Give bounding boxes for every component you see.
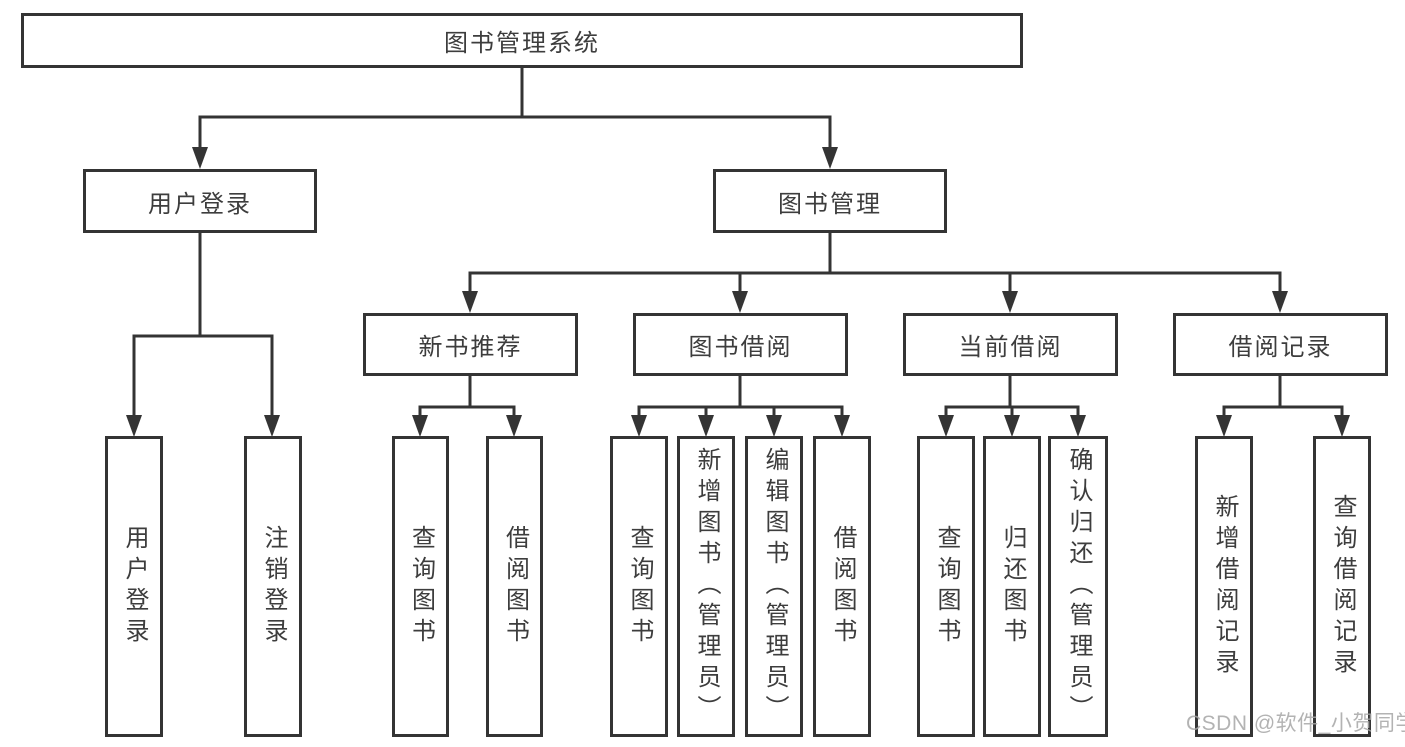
arrowhead-icon	[1272, 291, 1288, 313]
node-current-borrow: 当前借阅	[903, 313, 1118, 376]
node-logout-leaf: 注销登录	[244, 436, 302, 737]
system-root-label: 图书管理系统	[444, 30, 600, 57]
current-borrow-label: 当前借阅	[958, 334, 1063, 361]
node-borrow-records: 借阅记录	[1173, 313, 1388, 376]
arrowhead-icon	[506, 415, 522, 437]
query-books-1-label: 查询图书	[407, 524, 435, 649]
borrow-books-2-label: 借阅图书	[829, 524, 856, 649]
arrowhead-icon	[1004, 415, 1020, 437]
arrowhead-icon	[766, 415, 782, 437]
return-book-label: 归还图书	[999, 524, 1026, 649]
arrowhead-icon	[938, 415, 954, 437]
arrowhead-icon	[1070, 415, 1086, 437]
node-user-login: 用户登录	[83, 169, 317, 233]
node-add-borrow-record: 新增借阅记录	[1195, 436, 1253, 737]
arrowhead-icon	[412, 415, 428, 437]
book-management-label: 图书管理	[778, 190, 882, 218]
node-book-borrow: 图书借阅	[633, 313, 848, 376]
arrowhead-icon	[698, 415, 714, 437]
node-query-books-1: 查询图书	[392, 436, 449, 737]
edit-book-admin-label: 编辑图书（管理员）	[761, 447, 788, 726]
node-query-borrow-record: 查询借阅记录	[1313, 436, 1371, 737]
watermark-text: CSDN @软件_小贺同学	[1186, 712, 1405, 735]
query-borrow-record-label: 查询借阅记录	[1329, 493, 1356, 680]
node-borrow-books-1: 借阅图书	[486, 436, 543, 737]
arrowhead-icon	[1002, 291, 1018, 313]
borrow-books-1-label: 借阅图书	[501, 524, 529, 649]
node-edit-book-admin: 编辑图书（管理员）	[745, 436, 803, 737]
node-user-login-leaf: 用户登录	[105, 436, 163, 737]
add-book-admin-label: 新增图书（管理员）	[693, 447, 720, 726]
node-confirm-return-admin: 确认归还（管理员）	[1048, 436, 1108, 737]
node-add-book-admin: 新增图书（管理员）	[677, 436, 735, 737]
arrowhead-icon	[822, 147, 838, 169]
arrowhead-icon	[264, 415, 280, 437]
add-borrow-record-label: 新增借阅记录	[1211, 493, 1238, 680]
node-query-books-2: 查询图书	[610, 436, 668, 737]
arrowhead-icon	[631, 415, 647, 437]
arrowhead-icon	[126, 415, 142, 437]
new-book-recommend-label: 新书推荐	[418, 334, 523, 361]
arrowhead-icon	[1334, 415, 1350, 437]
logout-leaf-label: 注销登录	[260, 524, 287, 649]
arrowhead-icon	[834, 415, 850, 437]
arrowhead-icon	[732, 291, 748, 313]
book-borrow-label: 图书借阅	[688, 334, 793, 361]
node-book-management: 图书管理	[713, 169, 947, 233]
arrowhead-icon	[1216, 415, 1232, 437]
user-login-leaf-label: 用户登录	[121, 524, 148, 649]
borrow-records-label: 借阅记录	[1228, 334, 1333, 361]
arrowhead-icon	[192, 147, 208, 169]
arrowhead-icon	[462, 291, 478, 313]
node-borrow-books-2: 借阅图书	[813, 436, 871, 737]
query-books-2-label: 查询图书	[626, 524, 653, 649]
user-login-label: 用户登录	[148, 190, 252, 218]
node-return-book: 归还图书	[983, 436, 1041, 737]
node-new-book-recommend: 新书推荐	[363, 313, 578, 376]
node-system-root: 图书管理系统	[21, 13, 1023, 68]
confirm-return-admin-label: 确认归还（管理员）	[1065, 447, 1092, 726]
node-query-books-3: 查询图书	[917, 436, 975, 737]
query-books-3-label: 查询图书	[933, 524, 960, 649]
